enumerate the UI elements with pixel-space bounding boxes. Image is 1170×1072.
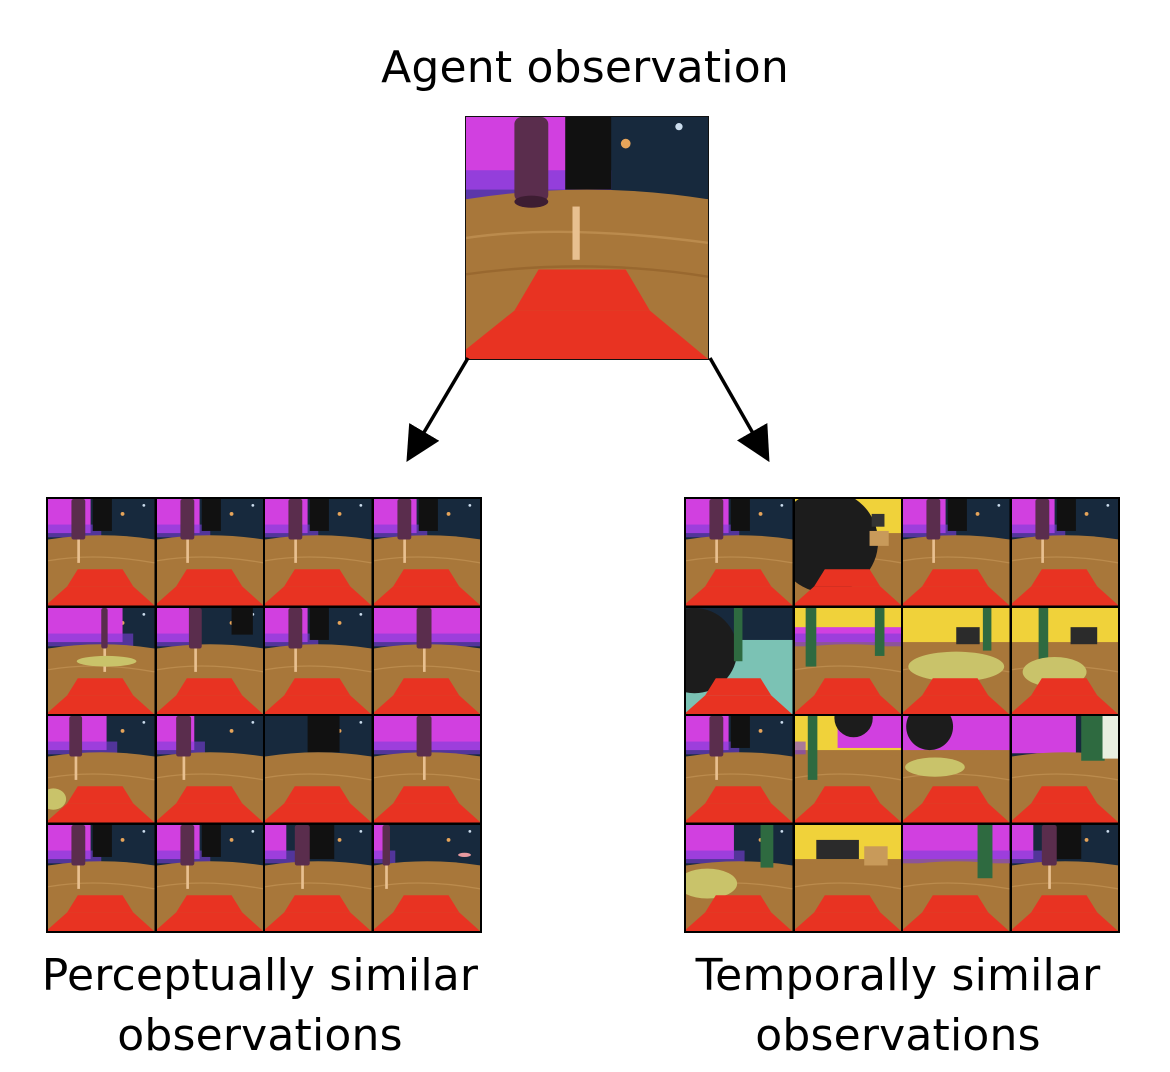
perceptual-thumbnail — [48, 824, 155, 931]
perceptual-thumbnail — [265, 716, 372, 823]
temporal-thumbnail — [903, 499, 1010, 606]
perceptual-thumbnail — [373, 716, 480, 823]
perceptual-thumbnail — [156, 824, 263, 931]
temporal-thumbnail — [794, 824, 901, 931]
perceptual-thumbnail — [265, 824, 372, 931]
temporal-caption-line2: observations — [755, 1010, 1041, 1061]
perceptual-thumbnail — [373, 607, 480, 714]
temporal-thumbnail — [686, 607, 793, 714]
arrow-to-temporal — [708, 357, 770, 463]
temporally-similar-grid — [684, 497, 1120, 933]
perceptual-thumbnail — [48, 499, 155, 606]
arrow-to-perceptual — [406, 357, 470, 463]
perceptual-thumbnail — [48, 716, 155, 823]
temporal-thumbnail — [1011, 607, 1118, 714]
agent-observation-title: Agent observation — [381, 42, 789, 93]
agent-observation-image — [465, 116, 709, 360]
perceptual-thumbnail — [156, 499, 263, 606]
temporal-thumbnail — [686, 824, 793, 931]
perceptual-thumbnail — [373, 499, 480, 606]
temporal-thumbnail — [794, 607, 901, 714]
perceptual-caption-line1: Perceptually similar — [41, 950, 479, 1001]
perceptual-thumbnail — [156, 607, 263, 714]
temporal-thumbnail — [794, 499, 901, 606]
temporal-thumbnail — [903, 824, 1010, 931]
perceptual-caption-line2: observations — [117, 1010, 403, 1061]
temporal-thumbnail — [794, 716, 901, 823]
temporal-thumbnail — [1011, 716, 1118, 823]
perceptual-thumbnail — [373, 824, 480, 931]
temporal-thumbnail — [1011, 824, 1118, 931]
perceptual-thumbnail — [265, 607, 372, 714]
perceptual-thumbnail — [156, 716, 263, 823]
observation-scene — [466, 117, 708, 359]
temporal-thumbnail — [1011, 499, 1118, 606]
perceptually-similar-grid — [46, 497, 482, 933]
temporal-thumbnail — [903, 716, 1010, 823]
temporal-thumbnail — [686, 716, 793, 823]
temporal-caption-line1: Temporally similar — [695, 950, 1101, 1001]
temporal-thumbnail — [686, 499, 793, 606]
temporal-thumbnail — [903, 607, 1010, 714]
perceptual-caption: Perceptually similar observations — [20, 946, 500, 1066]
temporal-caption: Temporally similar observations — [658, 946, 1138, 1066]
perceptual-thumbnail — [265, 499, 372, 606]
perceptual-thumbnail — [48, 607, 155, 714]
